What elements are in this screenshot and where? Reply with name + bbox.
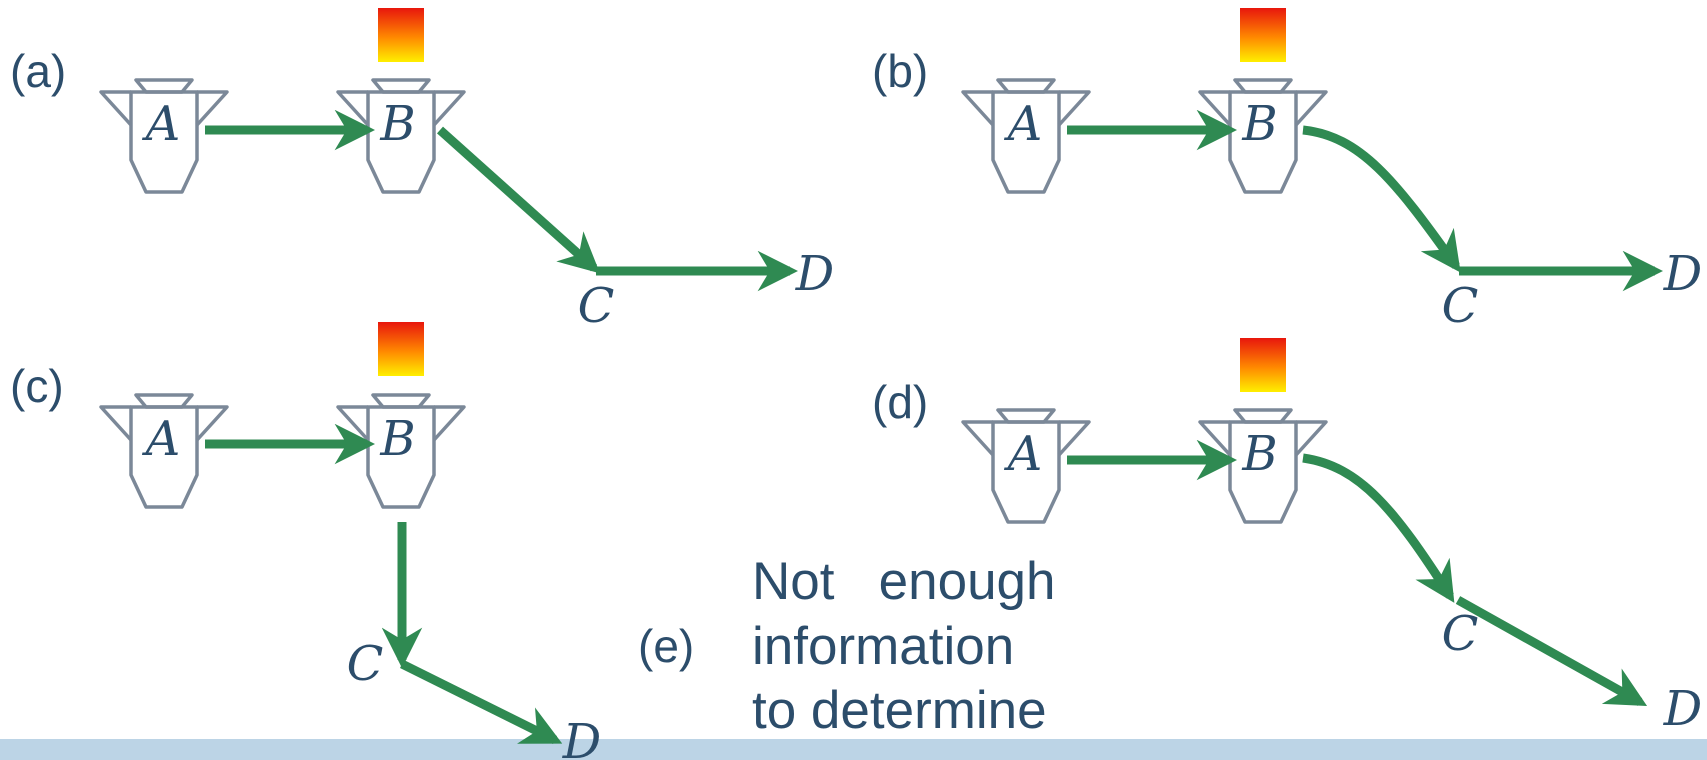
node-label-a: A [1004,426,1043,482]
light-stimulus-icon [1240,338,1286,392]
panel-label-d: (d) [872,376,928,428]
option-e-line-2: information [752,617,1014,676]
node-label-b: B [1241,426,1277,482]
light-stimulus-icon [378,322,424,376]
arrow-b-to-c [436,126,601,274]
node-label-a: A [142,96,181,152]
arrow-c-to-d [399,659,563,745]
node-label-a: A [142,411,181,467]
option-e-line-3: to determine [752,681,1047,740]
panel-label-c: (c) [10,360,64,412]
panel-a: (a) A B C D [10,8,834,334]
panel-label-e: (e) [638,620,694,672]
panel-label-a: (a) [10,45,66,97]
node-label-c: C [1442,278,1479,334]
panel-d: (d) A B C D [872,338,1702,737]
node-label-d: D [1663,246,1702,302]
node-label-d: D [795,246,834,302]
node-label-b: B [379,96,415,152]
panel-c: (c) A B C D [10,322,601,760]
node-label-d: D [562,714,601,760]
panel-b: (b) A B C D [872,8,1702,334]
node-label-d: D [1663,681,1702,737]
node-label-b: B [1241,96,1277,152]
node-label-a: A [1004,96,1043,152]
light-stimulus-icon [1240,8,1286,62]
panel-label-b: (b) [872,45,928,97]
arrow-c-to-d [1455,596,1648,706]
arrow-b-to-c [1302,453,1455,603]
node-label-c: C [578,278,615,334]
node-label-b: B [379,411,415,467]
node-label-c: C [1442,606,1479,662]
option-e-line-1: Not enough [752,552,1056,611]
light-stimulus-icon [378,8,424,62]
node-label-c: C [347,636,384,692]
panel-e: (e) Not enough information to determine [638,552,1056,740]
arrow-b-to-c [1302,125,1461,273]
bottom-band [0,739,1707,760]
